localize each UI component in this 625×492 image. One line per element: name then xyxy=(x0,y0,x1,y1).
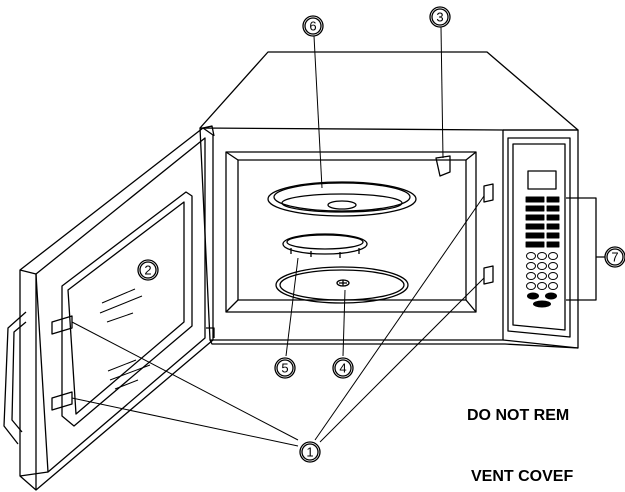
door-interlock-slot-upper xyxy=(483,183,494,203)
glass-tray xyxy=(267,181,417,217)
cabinet xyxy=(199,51,579,349)
callout-5-label: 5 xyxy=(281,361,288,376)
callout-4: 4 xyxy=(332,357,354,379)
callout-1: 1 xyxy=(299,441,321,463)
oven-cavity xyxy=(225,151,494,313)
keypad xyxy=(525,196,560,248)
callout-2: 2 xyxy=(137,259,159,281)
callout-3-label: 3 xyxy=(436,10,443,25)
leader-lines xyxy=(71,26,485,447)
turntable-shaft-area xyxy=(275,266,409,304)
callout-3: 3 xyxy=(429,6,451,28)
door-latch-lower xyxy=(51,391,73,411)
warning-text-line-1: DO NOT REM xyxy=(467,407,570,424)
callout-7-label: 7 xyxy=(611,250,618,265)
callout-6-label: 6 xyxy=(309,19,316,34)
callout-7: 7 xyxy=(604,246,625,268)
callout-1-label: 1 xyxy=(306,445,313,460)
control-panel xyxy=(507,137,606,338)
warning-text-line-2: VENT COVEF xyxy=(471,468,574,485)
callout-5: 5 xyxy=(274,357,296,379)
waveguide-cover xyxy=(435,155,451,177)
door-latch-upper xyxy=(51,315,73,335)
roller-ring xyxy=(282,233,368,258)
start-stop-keys xyxy=(527,292,557,308)
callout-2-label: 2 xyxy=(144,263,151,278)
number-keys xyxy=(526,252,558,290)
door-handle xyxy=(3,311,27,445)
control-panel-bracket xyxy=(566,197,606,301)
door xyxy=(3,125,215,491)
display-window xyxy=(527,170,557,190)
callout-4-label: 4 xyxy=(339,361,346,376)
callout-6: 6 xyxy=(302,15,324,37)
door-interlock-slot-lower xyxy=(483,265,494,285)
